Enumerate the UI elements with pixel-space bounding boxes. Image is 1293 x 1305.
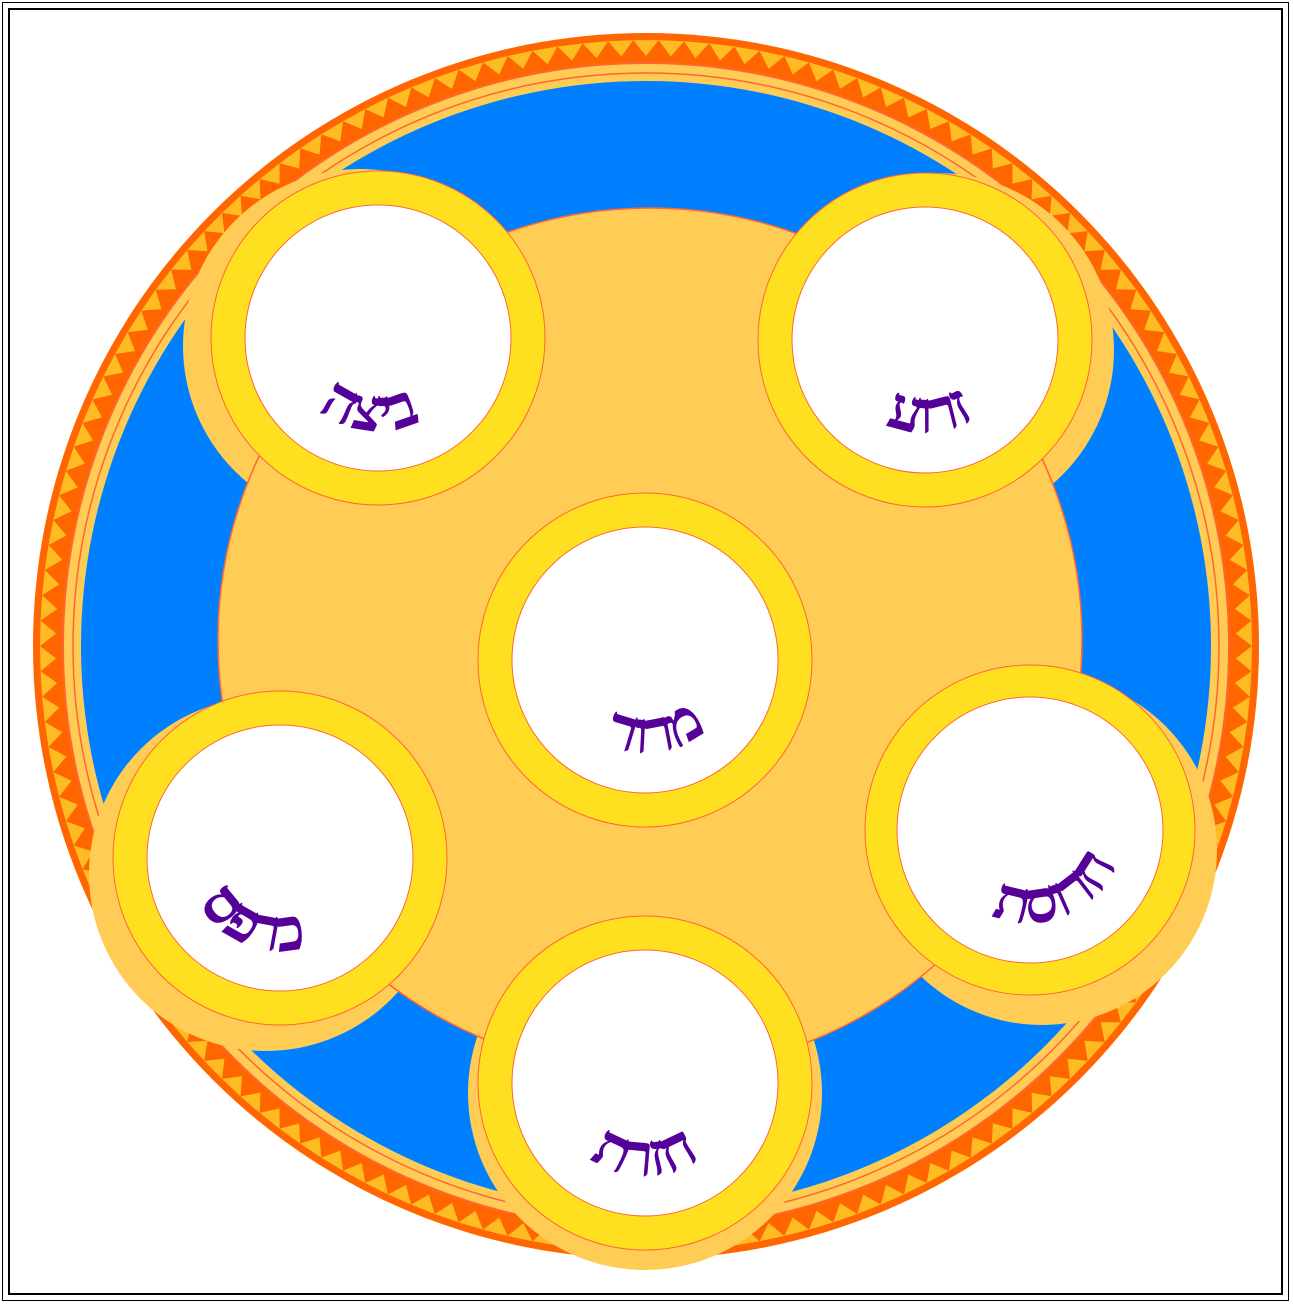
seder-plate: מרורזרועביצהכרפסחרוסתחזרת [0, 0, 1293, 1305]
